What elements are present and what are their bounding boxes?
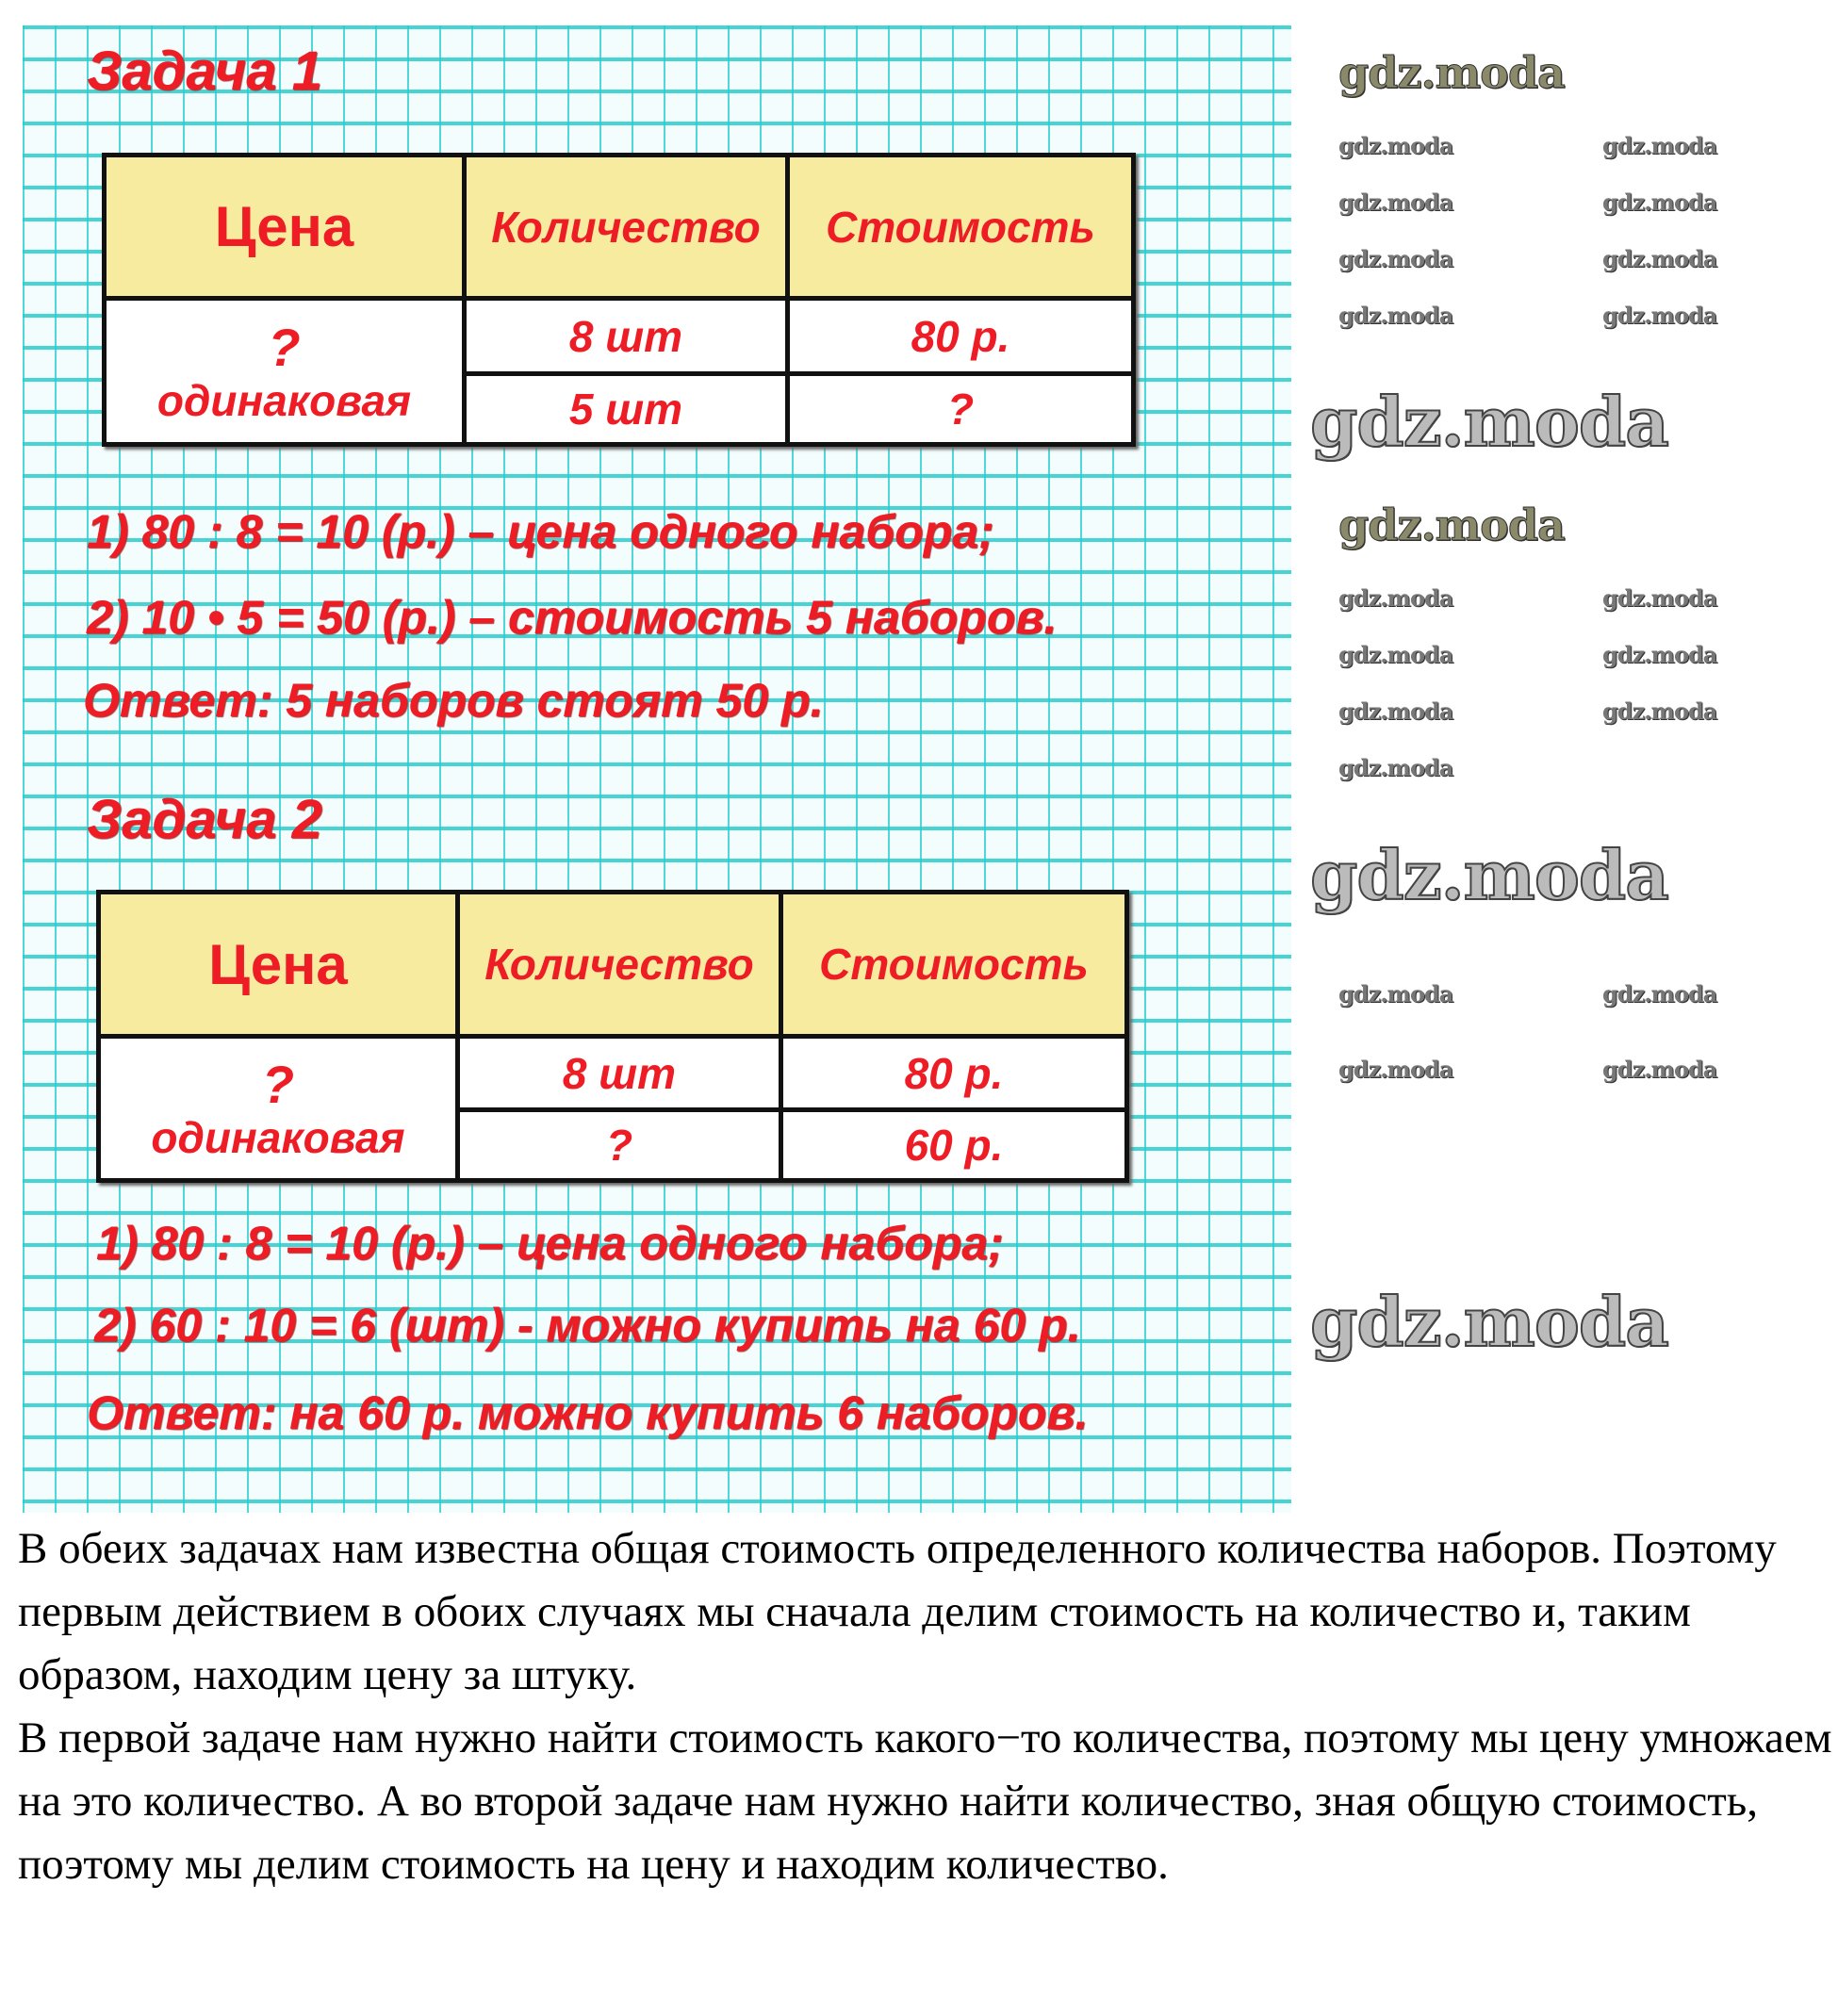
- price-question: ?: [268, 317, 301, 377]
- quantity-cell: ?: [455, 1107, 783, 1183]
- price-note: одинаковая: [156, 375, 412, 425]
- quantity-cell: 8 шт: [455, 1034, 783, 1112]
- header-quantity: Количество: [462, 153, 790, 301]
- price-cell: ?одинаковая: [102, 296, 467, 447]
- watermark: gdz.moda: [1602, 584, 1717, 612]
- watermark: gdz.moda: [1338, 754, 1453, 781]
- watermark: gdz.moda: [1338, 1056, 1453, 1083]
- task2-answer: Ответ: на 60 р. можно купить 6 наборов.: [87, 1386, 1089, 1439]
- watermark: gdz.moda: [1338, 188, 1453, 216]
- watermark: gdz.moda: [1338, 47, 1567, 99]
- header-price: Цена: [102, 153, 467, 301]
- quantity-cell: 8 шт: [462, 296, 790, 376]
- header-price: Цена: [96, 890, 460, 1039]
- task2-table: Цена Количество Стоимость ?одинаковая 8 …: [96, 890, 1129, 1183]
- watermark: gdz.moda: [1338, 500, 1567, 551]
- watermark: gdz.moda: [1338, 584, 1453, 612]
- task1-title: Задача 1: [87, 41, 322, 102]
- header-cost: Стоимость: [779, 890, 1129, 1039]
- watermark: gdz.moda: [1338, 641, 1453, 668]
- task2-step-2: 2) 60 : 10 = 6 (шт) - можно купить на 60…: [94, 1299, 1081, 1352]
- watermark: gdz.moda: [1602, 302, 1717, 329]
- cost-cell: ?: [785, 371, 1136, 447]
- watermark: gdz.moda: [1338, 245, 1453, 272]
- price-question: ?: [261, 1054, 295, 1114]
- cost-cell: 60 р.: [779, 1107, 1129, 1183]
- watermark: gdz.moda: [1602, 1056, 1717, 1083]
- task2-step-1: 1) 80 : 8 = 10 (р.) – цена одного набора…: [96, 1217, 1004, 1270]
- watermark: gdz.moda: [1338, 697, 1453, 725]
- task1-step-2: 2) 10 • 5 = 50 (р.) – стоимость 5 наборо…: [87, 591, 1058, 644]
- header-cost: Стоимость: [785, 153, 1136, 301]
- watermark: gdz.moda: [1602, 245, 1717, 272]
- watermark: gdz.moda: [1602, 980, 1717, 1008]
- task2-title: Задача 2: [87, 789, 322, 850]
- watermark: gdz.moda: [1602, 697, 1717, 725]
- watermark: gdz.moda: [1602, 641, 1717, 668]
- watermark: gdz.moda: [1338, 132, 1453, 159]
- explanation-paragraph: В обеих задачах нам известна общая стоим…: [18, 1524, 1777, 1699]
- watermark: gdz.moda: [1602, 132, 1717, 159]
- task1-table: Цена Количество Стоимость ?одинаковая 8 …: [102, 153, 1136, 447]
- watermark: gdz.moda: [1338, 302, 1453, 329]
- price-note: одинаковая: [151, 1112, 405, 1162]
- watermark: gdz.moda: [1309, 1281, 1670, 1363]
- explanation-paragraph: В первой задаче нам нужно найти стоимост…: [18, 1713, 1832, 1889]
- explanation-text: В обеих задачах нам известна общая стоим…: [18, 1517, 1832, 1896]
- watermark: gdz.moda: [1338, 980, 1453, 1008]
- cost-cell: 80 р.: [785, 296, 1136, 376]
- quantity-cell: 5 шт: [462, 371, 790, 447]
- price-cell: ?одинаковая: [96, 1034, 460, 1183]
- task1-step-1: 1) 80 : 8 = 10 (р.) – цена одного набора…: [87, 505, 994, 558]
- watermark: gdz.moda: [1602, 188, 1717, 216]
- watermark: gdz.moda: [1309, 834, 1670, 916]
- header-quantity: Количество: [455, 890, 783, 1039]
- task1-answer: Ответ: 5 наборов стоят 50 р.: [83, 674, 824, 727]
- watermark: gdz.moda: [1309, 381, 1670, 463]
- cost-cell: 80 р.: [779, 1034, 1129, 1112]
